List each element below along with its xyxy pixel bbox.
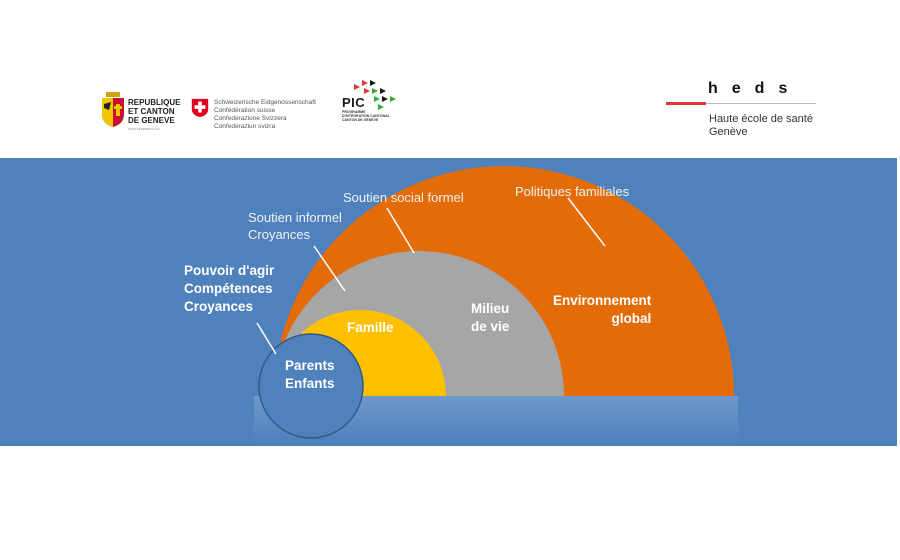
label-famille: Famille <box>347 320 394 335</box>
callout-soutien-social-formel: Soutien social formel <box>343 190 464 205</box>
swiss-cross-icon <box>191 98 209 118</box>
logo-bar: REPUBLIQUE ET CANTON DE GENEVE POST TENE… <box>0 0 900 158</box>
callout-soutien-informel: Soutien informel Croyances <box>248 210 342 242</box>
ecological-model-diagram <box>254 166 738 442</box>
callout-line-soutien-formel <box>386 207 415 254</box>
heds-red-rule <box>666 102 706 105</box>
circle-parents-enfants <box>258 333 364 439</box>
callout-line-pouvoir <box>256 322 277 355</box>
pic-logo-name: PIC <box>342 95 366 110</box>
callout-politiques-familiales: Politiques familiales <box>515 184 630 199</box>
callout-pouvoir-agir: Pouvoir d'agir Compétences Croyances <box>184 263 275 314</box>
heds-logo-subtitle: Haute école de santé Genève <box>709 113 813 138</box>
ecological-model-panel: Environnement global Milieu de vie Famil… <box>0 158 897 446</box>
label-parents-enfants: Parents Enfants <box>285 358 335 391</box>
label-milieu-de-vie: Milieu de vie <box>471 301 510 334</box>
geneva-coat-of-arms-icon <box>102 92 124 127</box>
callout-line-soutien-informel <box>313 245 346 292</box>
callout-line-politiques <box>567 197 606 247</box>
pic-arrows-icon <box>354 80 396 110</box>
heds-logo-letters: heds <box>708 80 802 97</box>
geneva-logo-text: REPUBLIQUE ET CANTON DE GENEVE <box>128 98 181 125</box>
pic-logo-subtitle: PROGRAMME D'INTÉGRATION CANTONAL CANTON … <box>342 110 390 122</box>
label-environnement-global: Environnement global <box>553 293 652 326</box>
heds-gray-rule <box>706 103 816 104</box>
swiss-logo-text: Schweizerische Eidgenossenschaft Confédé… <box>214 99 316 130</box>
geneva-motto: POST TENEBRAS LUX <box>128 127 160 131</box>
